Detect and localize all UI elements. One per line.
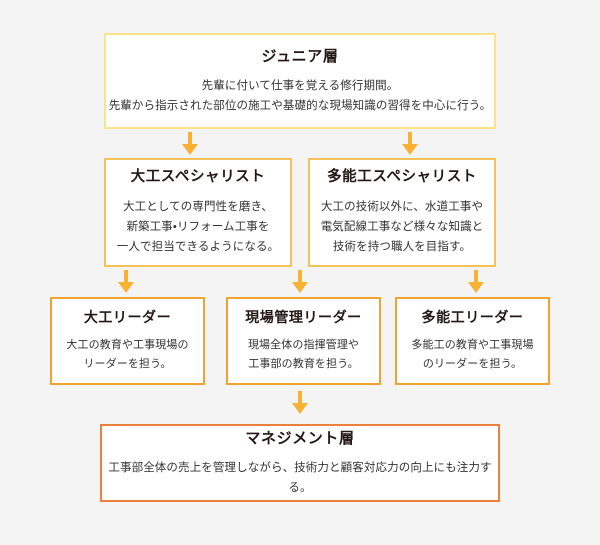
tier-card-site-management-leader: 現場管理リーダー 現場全体の指揮管理や 工事部の教育を担う。: [226, 297, 381, 385]
tier-card-carpenter-leader: 大工リーダー 大工の教育や工事現場の リーダーを担う。: [50, 297, 205, 385]
arrow-down-icon: [289, 391, 311, 415]
tier-title-multiskilled-leader: 多能工リーダー: [421, 309, 524, 326]
description-line: 一人で担当できるようになる。: [116, 239, 280, 254]
tier-description-multiskilled-specialist: 大工の技術以外に、水道工事や 電気配線工事など様々な知識と 技術を持つ職人を目指…: [321, 196, 484, 256]
arrow-down-icon: [179, 132, 201, 156]
tier-title-multiskilled-specialist: 多能工スペシャリスト: [327, 169, 477, 186]
description-line: 工事部の教育を担う。: [248, 357, 359, 371]
description-line: 工事部全体の売上を管理しながら、技術力と顧客対応力の向上にも注力する。: [108, 460, 492, 495]
tier-title-carpenter-specialist: 大工スペシャリスト: [130, 169, 266, 186]
tier-card-management: マネジメント層 工事部全体の売上を管理しながら、技術力と顧客対応力の向上にも注力…: [100, 424, 500, 502]
tier-card-multiskilled-specialist: 多能工スペシャリスト 大工の技術以外に、水道工事や 電気配線工事など様々な知識と…: [308, 158, 496, 267]
description-line: 大工としての専門性を磨き、: [123, 199, 273, 214]
tier-description-carpenter-specialist: 大工としての専門性を磨き、 新築工事・リフォーム工事を 一人で担当できるようにな…: [117, 196, 279, 256]
tier-description-management: 工事部全体の売上を管理しながら、技術力と顧客対応力の向上にも注力する。: [102, 457, 498, 497]
description-line: 大工の技術以外に、水道工事や: [320, 199, 484, 214]
tier-card-multiskilled-leader: 多能工リーダー 多能工の教育や工事現場 のリーダーを担う。: [395, 297, 550, 385]
arrow-down-icon: [465, 270, 487, 294]
tier-description-carpenter-leader: 大工の教育や工事現場の リーダーを担う。: [66, 335, 188, 374]
arrow-down-icon: [399, 132, 421, 156]
tier-title-carpenter-leader: 大工リーダー: [83, 309, 172, 326]
tier-title-site-management-leader: 現場管理リーダー: [245, 309, 362, 326]
description-line: 先輩から指示された部位の施工や基礎的な現場知識の習得を中心に行う。: [108, 98, 492, 113]
arrow-down-icon: [115, 270, 137, 294]
arrow-down-icon: [289, 270, 311, 294]
description-line: 技術を持つ職人を目指す。: [332, 239, 472, 254]
tier-title-management: マネジメント層: [245, 428, 355, 447]
tier-card-carpenter-specialist: 大工スペシャリスト 大工としての専門性を磨き、 新築工事・リフォーム工事を 一人…: [104, 158, 292, 267]
description-line: リーダーを担う。: [83, 357, 172, 371]
tier-description-junior: 先輩に付いて仕事を覚える修行期間。 先輩から指示された部位の施工や基礎的な現場知…: [109, 75, 492, 115]
description-line: 先輩に付いて仕事を覚える修行期間。: [201, 78, 399, 93]
description-line: 電気配線工事など様々な知識と: [320, 219, 484, 234]
tier-description-multiskilled-leader: 多能工の教育や工事現場 のリーダーを担う。: [411, 335, 533, 374]
tier-title-junior: ジュニア層: [261, 46, 339, 65]
description-line: 新築工事・リフォーム工事を: [126, 219, 270, 234]
description-line: のリーダーを担う。: [422, 357, 523, 371]
tier-description-site-management-leader: 現場全体の指揮管理や 工事部の教育を担う。: [248, 335, 359, 374]
tier-card-junior: ジュニア層 先輩に付いて仕事を覚える修行期間。 先輩から指示された部位の施工や基…: [104, 33, 496, 129]
description-line: 多能工の教育や工事現場: [411, 337, 534, 351]
description-line: 現場全体の指揮管理や: [247, 337, 360, 351]
description-line: 大工の教育や工事現場の: [66, 337, 189, 351]
